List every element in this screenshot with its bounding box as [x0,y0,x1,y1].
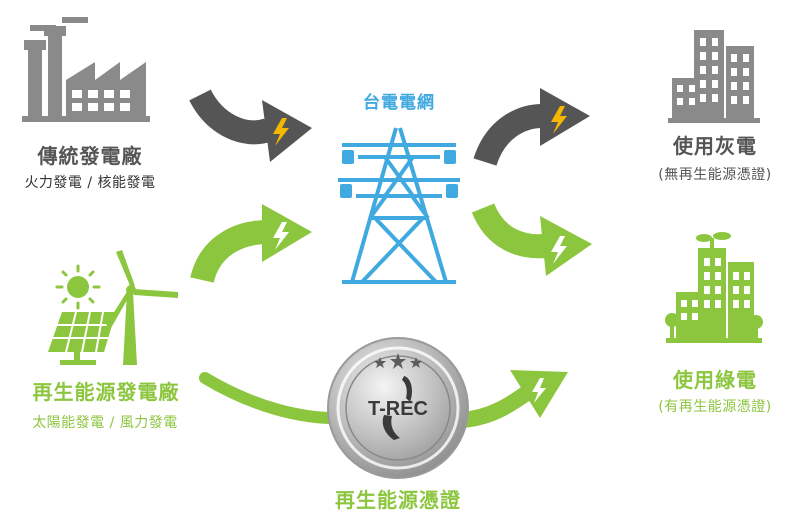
green-consumer-subtitle: (有再生能源憑證) [658,399,772,415]
traditional-plant-subtitle: 火力發電 / 核能發電 [24,175,156,191]
green-city-icon [665,232,763,343]
solar-wind-icon [48,250,178,365]
arrow-renewable-to-certificate [199,372,351,425]
arrow-certificate-to-green-city [461,370,568,428]
grid-title: 台電電網 [363,93,435,113]
taiwan-map-icon [382,376,412,440]
gray-consumer-subtitle: (無再生能源憑證) [658,167,772,183]
bolt-icon [273,222,289,250]
bolt-icon [273,118,289,146]
trec-coin-icon [327,337,469,479]
renewable-plant-title: 再生能源發電廠 [32,380,180,404]
certificate-title: 再生能源憑證 [335,488,461,512]
renewable-plant-subtitle: 太陽能發電 / 風力發電 [32,415,178,431]
bolt-icon [551,106,567,134]
green-consumer-title: 使用綠電 [673,368,757,392]
trec-seal-text: T-REC [368,398,428,420]
arrow-grid-to-green-city [471,202,592,276]
arrow-grid-to-gray-city [473,88,590,167]
bolt-icon [551,236,567,264]
gray-consumer-title: 使用灰電 [673,134,757,158]
sun-icon [55,264,101,310]
arrow-factory-to-grid [189,89,312,162]
power-tower-icon [338,127,460,284]
gray-city-icon [668,30,760,123]
factory-icon [22,17,150,122]
traditional-plant-title: 傳統發電廠 [37,144,143,168]
bolt-icon [532,378,546,403]
arrow-renewable-to-grid [190,204,312,284]
solar-panel-icon [48,311,116,365]
wind-turbine-icon [106,250,178,365]
